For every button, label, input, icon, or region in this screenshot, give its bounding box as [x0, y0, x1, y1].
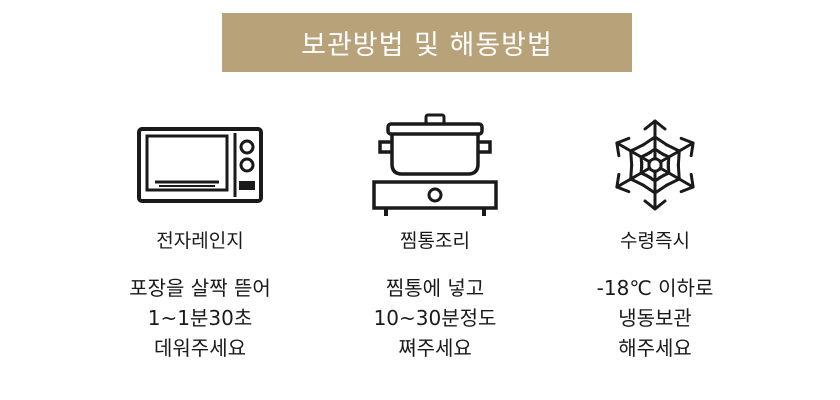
description-line: 해주세요: [618, 336, 692, 360]
description-line: 10~30분정도: [373, 306, 497, 330]
description-line: 포장을 살짝 뜯어: [129, 276, 271, 300]
method-label: 찜통조리: [400, 230, 470, 252]
description-line: 데워주세요: [154, 336, 246, 360]
description-line: 쪄주세요: [398, 336, 472, 360]
page-title: 보관방법 및 해동방법: [301, 30, 553, 61]
method-label: 전자레인지: [156, 230, 244, 252]
method-microwave: 전자레인지 포장을 살짝 뜯어 1~1분30초 데워주세요: [80, 110, 320, 363]
method-description: 포장을 살짝 뜯어 1~1분30초 데워주세요: [80, 273, 320, 363]
description-line: 냉동보관: [618, 306, 692, 330]
description-line: 찜통에 넣고: [385, 276, 485, 300]
header-banner: 보관방법 및 해동방법: [222, 13, 632, 72]
microwave-icon: [80, 110, 320, 220]
method-description: -18℃ 이하로 냉동보관 해주세요: [535, 273, 775, 363]
description-line: 1~1분30초: [147, 306, 253, 330]
method-description: 찜통에 넣고 10~30분정도 쪄주세요: [315, 273, 555, 363]
snowflake-icon: [535, 110, 775, 220]
description-line: -18℃ 이하로: [596, 276, 714, 300]
method-freeze: 수령즉시 -18℃ 이하로 냉동보관 해주세요: [535, 110, 775, 363]
method-steamer: 찜통조리 찜통에 넣고 10~30분정도 쪄주세요: [315, 110, 555, 363]
method-label: 수령즉시: [620, 230, 690, 252]
steamer-pot-icon: [315, 110, 555, 220]
